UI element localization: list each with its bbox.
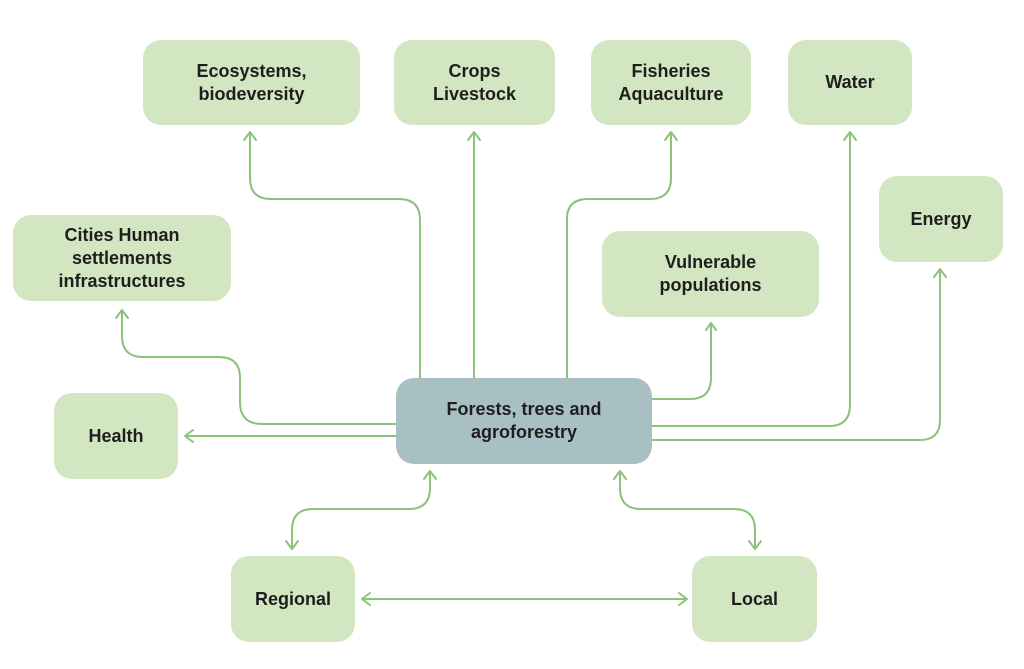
node-center-forests: Forests, trees and agroforestry [396, 378, 652, 464]
arrow-to-cities [115, 309, 397, 425]
node-crops-label: Crops Livestock [432, 60, 517, 104]
arrow-center-local [613, 470, 762, 550]
node-crops: Crops Livestock [394, 40, 555, 125]
node-ecosystems: Ecosystems, biodeversity [143, 40, 360, 125]
arrow-to-crops [467, 131, 481, 379]
node-cities-label: Cities Human settlements infrastructures [58, 224, 186, 291]
node-local: Local [692, 556, 817, 642]
arrow-to-fisheries [566, 131, 678, 379]
node-regional-label: Regional [254, 588, 331, 609]
node-water: Water [788, 40, 912, 125]
arrow-to-energy [651, 268, 947, 441]
arrow-regional-local [361, 592, 688, 606]
node-regional: Regional [231, 556, 355, 642]
arrow-to-health [184, 429, 397, 443]
node-local-label: Local [730, 588, 778, 609]
node-fisheries: Fisheries Aquaculture [591, 40, 751, 125]
node-center-label: Forests, trees and agroforestry [446, 399, 602, 442]
node-health: Health [54, 393, 178, 479]
node-vulnerable: Vulnerable populations [602, 231, 819, 317]
arrow-center-regional [285, 470, 437, 550]
node-energy-label: Energy [910, 208, 972, 229]
node-vulnerable-label: Vulnerable populations [659, 252, 762, 295]
node-health-label: Health [88, 425, 144, 446]
arrow-to-ecosystems [243, 131, 421, 379]
node-fisheries-label: Fisheries Aquaculture [618, 60, 724, 104]
node-water-label: Water [825, 72, 875, 92]
node-cities: Cities Human settlements infrastructures [13, 215, 231, 301]
arrow-to-vulnerable [651, 322, 717, 400]
node-ecosystems-label: Ecosystems, biodeversity [196, 60, 307, 104]
node-energy: Energy [879, 176, 1003, 262]
arrow-to-water [651, 131, 857, 427]
